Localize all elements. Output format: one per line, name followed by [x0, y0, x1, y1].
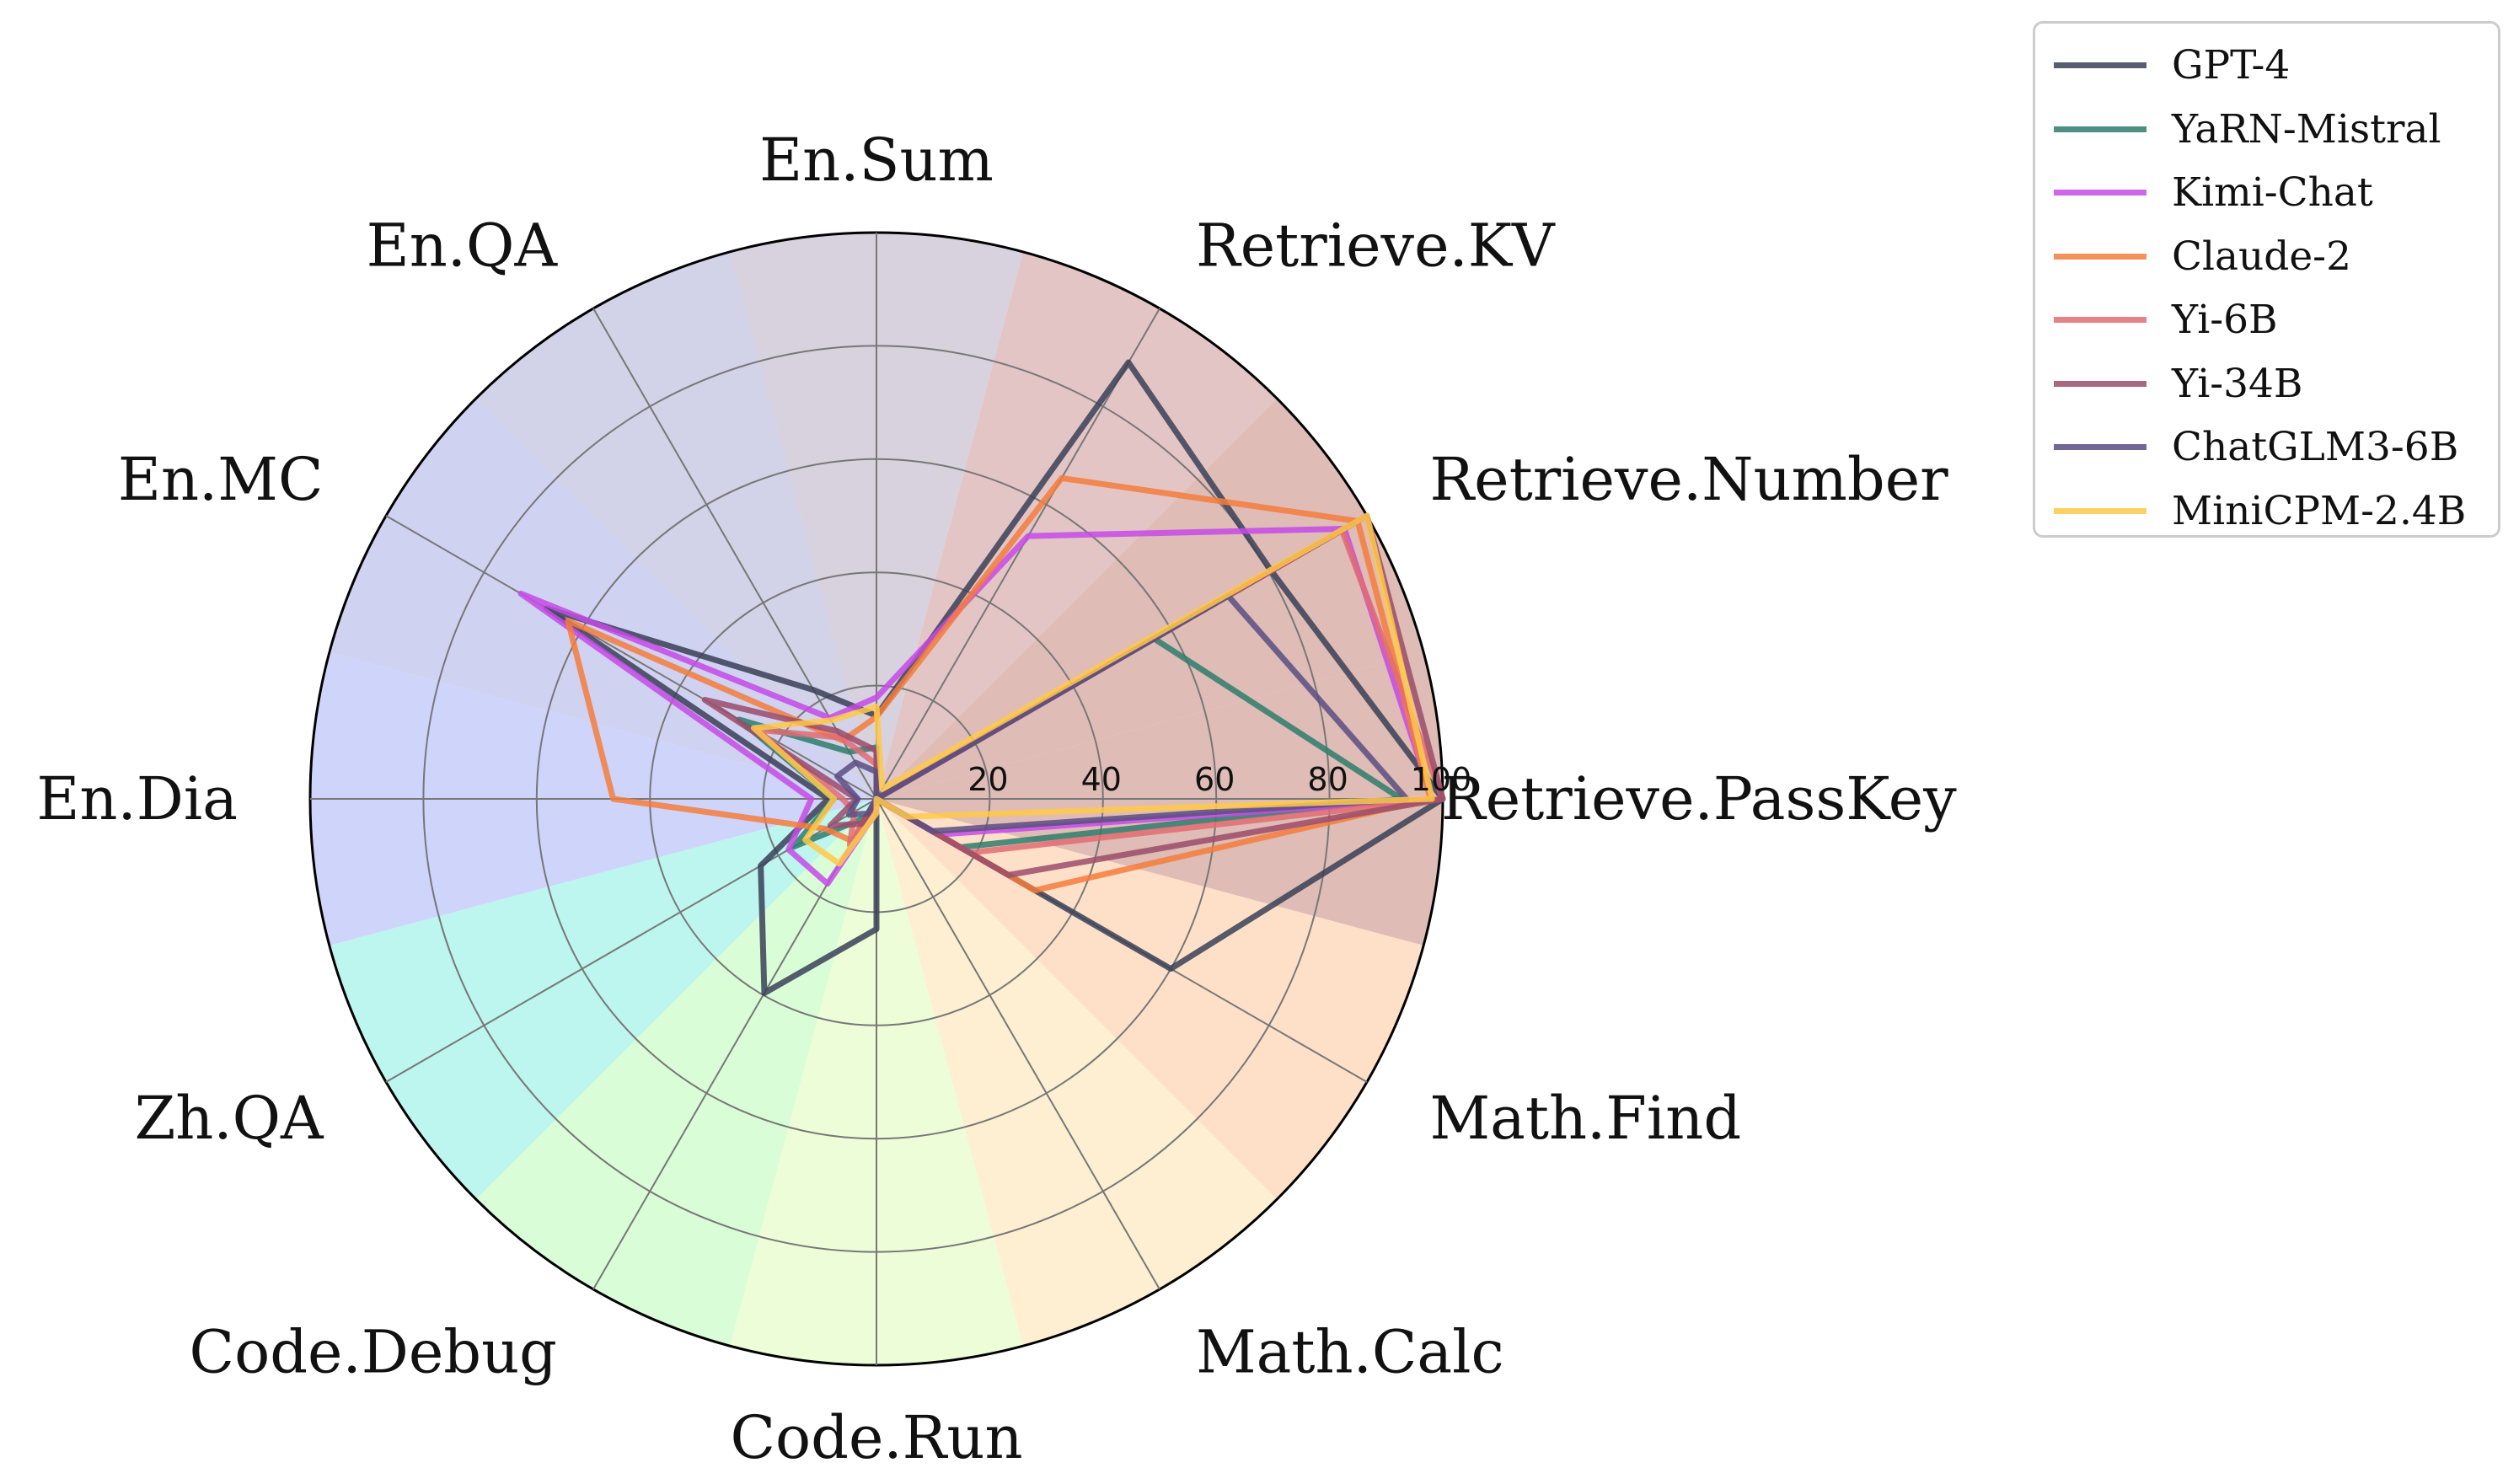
- series-lines: [517, 359, 1446, 996]
- axis-label-en-sum: En.Sum: [759, 126, 994, 195]
- legend-swatch: [2054, 507, 2147, 514]
- rtick-label-40: 40: [1081, 761, 1122, 798]
- legend-label: Yi-6B: [2172, 297, 2278, 344]
- series-minicpm-2-4b: [751, 512, 1435, 867]
- axis-label-retrieve-passkey: Retrieve.PassKey: [1441, 764, 1957, 833]
- legend-label: Claude-2: [2172, 233, 2351, 280]
- legend-swatch: [2054, 126, 2147, 132]
- legend-label: GPT-4: [2172, 42, 2291, 89]
- axis-label-math-find: Math.Find: [1429, 1084, 1741, 1153]
- axis-label-retrieve-number: Retrieve.Number: [1429, 445, 1948, 514]
- legend-label: Kimi-Chat: [2172, 169, 2373, 217]
- radial-tick-labels: 20 40 60 80 100: [967, 761, 1471, 798]
- sector-retrieve-kv: [876, 251, 1278, 800]
- sector-zh-qa: [329, 799, 877, 1200]
- sector-retrieve-number: [876, 398, 1424, 799]
- axis-label-code-debug: Code.Debug: [190, 1317, 557, 1386]
- grid-spoke-en-mc: [385, 515, 877, 800]
- rtick-label-20: 20: [967, 761, 1008, 798]
- rtick-label-60: 60: [1194, 761, 1235, 798]
- axis-labels: Retrieve.PassKey Retrieve.Number Retrieve.…: [36, 126, 1957, 1472]
- legend-swatch: [2054, 253, 2147, 260]
- legend-swatch: [2054, 444, 2147, 451]
- legend-swatch: [2054, 190, 2147, 196]
- legend-label: YaRN-Mistral: [2172, 105, 2441, 153]
- legend-item-minicpm-2-4b: MiniCPM-2.4B: [2035, 479, 2498, 544]
- legend-item-yarn-mistral: YaRN-Mistral: [2035, 98, 2498, 162]
- sector-math-find: [876, 799, 1424, 1200]
- grid-spoke-retrieve-kv: [876, 308, 1160, 800]
- legend-item-chatglm3-6b: ChatGLM3-6B: [2035, 415, 2498, 479]
- sector-code-debug: [475, 799, 876, 1347]
- legend-swatch: [2054, 317, 2147, 324]
- axis-label-en-dia: En.Dia: [36, 764, 238, 833]
- axis-label-math-calc: Math.Calc: [1196, 1317, 1504, 1386]
- grid-spoke-math-calc: [876, 798, 1160, 1290]
- legend-label: ChatGLM3-6B: [2172, 424, 2459, 471]
- legend-item-kimi-chat: Kimi-Chat: [2035, 161, 2498, 225]
- sector-en-qa: [475, 251, 876, 800]
- axis-label-retrieve-kv: Retrieve.KV: [1196, 212, 1556, 281]
- legend-label: Yi-34B: [2172, 360, 2303, 407]
- legend-item-yi-34b: Yi-34B: [2035, 352, 2498, 416]
- rtick-label-80: 80: [1307, 761, 1348, 798]
- sector-backgrounds: [310, 233, 1443, 1365]
- sector-math-calc: [876, 799, 1278, 1347]
- axis-label-zh-qa: Zh.QA: [135, 1084, 324, 1153]
- legend-label: MiniCPM-2.4B: [2172, 487, 2467, 534]
- legend-swatch: [2054, 380, 2147, 387]
- legend-swatch: [2054, 62, 2147, 69]
- rtick-label-100: 100: [1411, 761, 1472, 798]
- axis-label-en-qa: En.QA: [367, 212, 559, 281]
- axis-label-code-run: Code.Run: [730, 1403, 1022, 1472]
- legend-item-yi-6b: Yi-6B: [2035, 288, 2498, 352]
- legend-item-gpt-4: GPT-4: [2035, 34, 2498, 98]
- axis-label-en-mc: En.MC: [118, 445, 324, 514]
- legend-item-claude-2: Claude-2: [2035, 225, 2498, 289]
